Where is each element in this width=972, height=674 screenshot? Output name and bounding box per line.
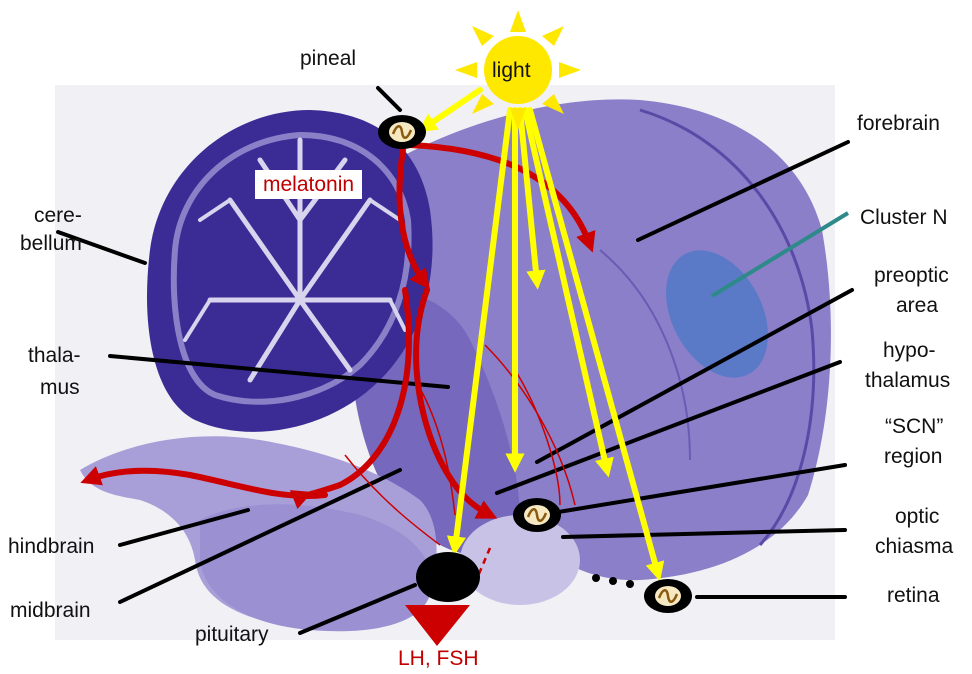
label-cerebellum-2: bellum xyxy=(20,231,82,256)
optic-chiasma-region xyxy=(460,515,580,605)
label-hindbrain: hindbrain xyxy=(8,534,94,559)
pineal-oscillator-icon xyxy=(378,115,426,149)
label-lh-fsh: LH, FSH xyxy=(398,646,479,671)
retina-oscillator-icon xyxy=(644,579,692,613)
label-forebrain: forebrain xyxy=(857,111,940,136)
label-retina: retina xyxy=(887,583,940,608)
label-midbrain: midbrain xyxy=(10,598,91,623)
label-pineal: pineal xyxy=(300,46,356,71)
label-scn-2: region xyxy=(884,444,942,469)
label-scn-1: “SCN” xyxy=(885,414,943,439)
label-thalamus-2: mus xyxy=(40,375,80,400)
label-hypothalamus-1: hypo- xyxy=(883,338,936,363)
label-cluster-n: Cluster N xyxy=(860,205,948,230)
label-optic-1: optic xyxy=(895,504,939,529)
label-optic-2: chiasma xyxy=(875,534,953,559)
label-thalamus-1: thala- xyxy=(28,343,81,368)
label-cerebellum-1: cere- xyxy=(34,203,82,228)
label-melatonin: melatonin xyxy=(255,170,362,199)
label-hypothalamus-2: thalamus xyxy=(865,368,950,393)
label-pituitary: pituitary xyxy=(195,622,269,647)
label-preoptic-2: area xyxy=(896,293,938,318)
label-preoptic-1: preoptic xyxy=(874,263,949,288)
label-light: light xyxy=(492,58,531,83)
scn-oscillator-icon xyxy=(513,498,561,532)
pituitary-gland xyxy=(416,552,480,602)
